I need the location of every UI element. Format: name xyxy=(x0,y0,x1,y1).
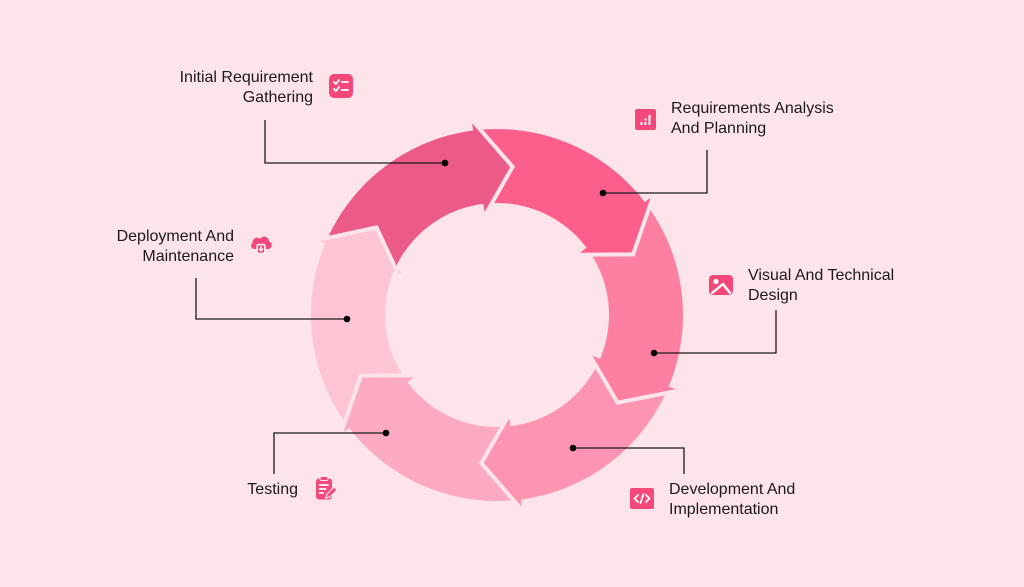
step-label-line: Implementation xyxy=(669,501,779,518)
connector-dot-initial-requirement-gathering xyxy=(441,159,449,167)
step-label-line: Visual And Technical xyxy=(748,267,895,284)
cloud-download-icon xyxy=(251,236,272,255)
step-label-testing: Testing xyxy=(247,480,298,500)
step-label-line: Design xyxy=(748,287,798,304)
connector-line-visual-technical-design xyxy=(654,310,777,354)
cycle-arrows xyxy=(304,110,690,520)
step-label-line: Maintenance xyxy=(142,248,234,265)
connector-line-development-implementation xyxy=(573,447,685,474)
step-label-development-implementation: Development And Implementation xyxy=(669,480,795,520)
step-label-line: Development And xyxy=(669,481,796,498)
connector-dot-requirements-analysis-planning xyxy=(599,189,607,197)
connector-line-requirements-analysis-planning xyxy=(603,150,708,194)
code-icon xyxy=(630,488,654,509)
cycle-arrow-testing xyxy=(335,373,521,506)
clipboard-edit-icon xyxy=(316,476,338,500)
step-label-line: Deployment And xyxy=(116,228,234,245)
connector-dot-development-implementation xyxy=(569,444,577,452)
step-label-deployment-maintenance: Deployment And Maintenance xyxy=(117,227,234,267)
step-label-line: Gathering xyxy=(242,89,313,106)
image-icon xyxy=(709,275,733,295)
step-label-visual-technical-design: Visual And Technical Design xyxy=(748,266,894,306)
connector-line-deployment-maintenance xyxy=(195,278,347,320)
step-label-line: Requirements Analysis xyxy=(671,100,834,117)
connector-dot-testing xyxy=(382,429,390,437)
connector-dot-visual-technical-design xyxy=(650,349,658,357)
step-label-requirements-analysis-planning: Requirements Analysis And Planning xyxy=(671,99,834,139)
checklist-icon xyxy=(329,74,353,98)
connector-line-testing xyxy=(273,432,386,474)
cycle-arrow-requirements-analysis-planning xyxy=(473,124,659,257)
step-label-line: Testing xyxy=(247,481,298,498)
step-label-initial-requirement-gathering: Initial Requirement Gathering xyxy=(180,68,313,108)
step-label-line: Initial Requirement xyxy=(179,69,313,86)
connectors xyxy=(195,120,777,474)
step-label-line: And Planning xyxy=(671,120,767,137)
bar-chart-icon xyxy=(635,109,656,130)
connector-dot-deployment-maintenance xyxy=(343,315,351,323)
connector-line-initial-requirement-gathering xyxy=(264,120,445,164)
cycle-arrow-initial-requirement-gathering xyxy=(321,110,516,276)
